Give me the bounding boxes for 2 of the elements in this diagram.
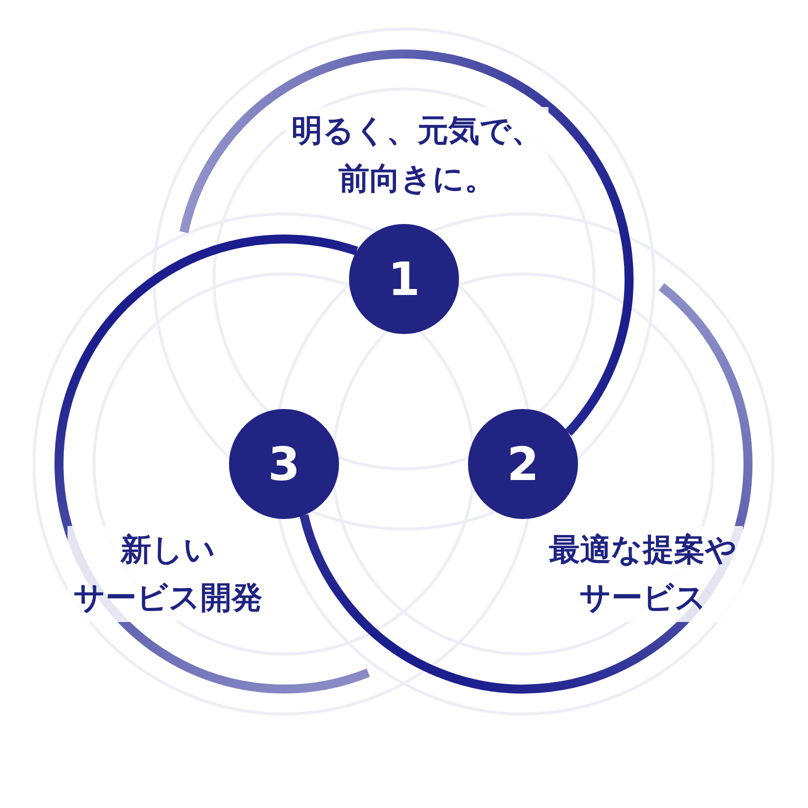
arc-line: [54, 234, 370, 694]
arc-line: [180, 50, 634, 436]
